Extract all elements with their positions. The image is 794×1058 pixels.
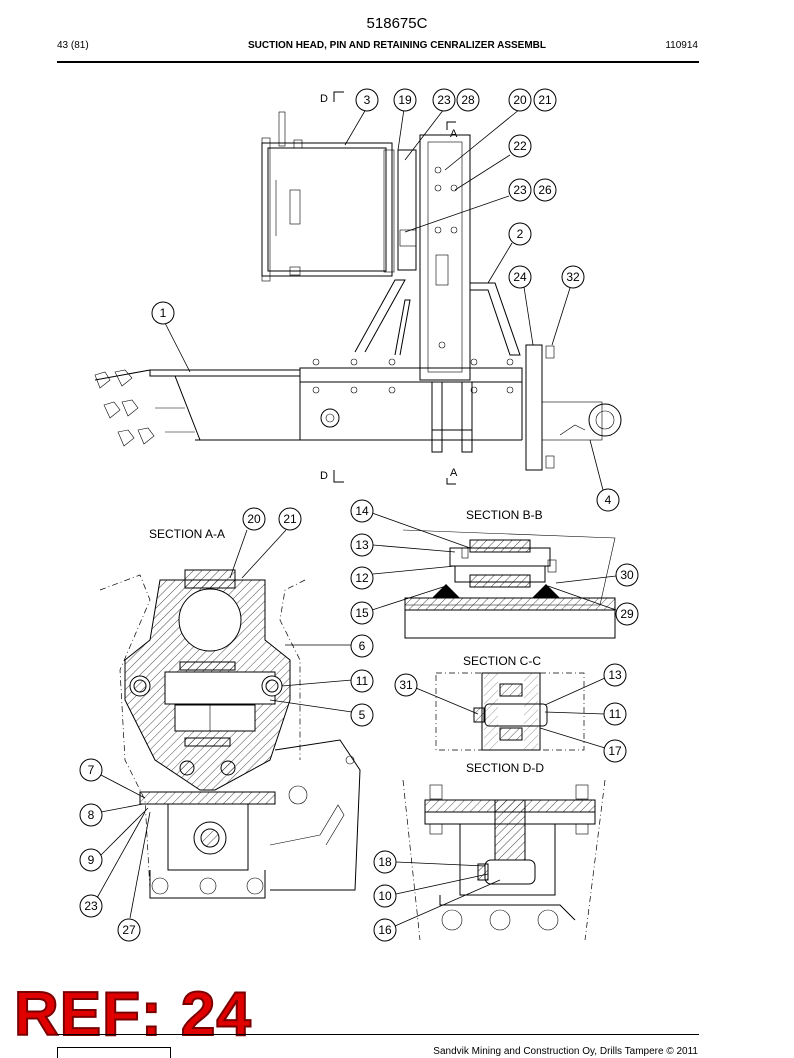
svg-text:5: 5 [359, 708, 366, 722]
svg-text:16: 16 [378, 923, 392, 937]
svg-text:23: 23 [513, 183, 527, 197]
header-rule [57, 61, 699, 63]
svg-text:12: 12 [355, 571, 369, 585]
view-markers: D A D A [320, 91, 458, 485]
svg-text:2: 2 [517, 227, 524, 241]
svg-text:23: 23 [84, 899, 98, 913]
callout-18: 18 [373, 850, 397, 874]
leader-lines [96, 108, 617, 927]
callout-27: 27 [117, 918, 141, 942]
callout-17: 17 [603, 739, 627, 763]
section-a-a-label: SECTION A-A [149, 527, 225, 541]
view-letter-a-bottom: A [450, 467, 458, 479]
callout-26: 26 [533, 178, 557, 202]
svg-text:10: 10 [378, 889, 392, 903]
svg-text:13: 13 [355, 538, 369, 552]
document-number: 518675C [366, 15, 428, 32]
date-code: 110914 [665, 40, 698, 51]
callout-21a: 21 [533, 88, 557, 112]
view-letter-d-top: D [320, 93, 328, 105]
callout-28: 28 [456, 88, 480, 112]
callout-23c: 23 [79, 894, 103, 918]
callout-13a: 13 [350, 533, 374, 557]
callout-5: 5 [350, 703, 374, 727]
svg-text:21: 21 [538, 93, 552, 107]
svg-text:11: 11 [609, 707, 622, 721]
section-c-c-view [435, 672, 585, 751]
svg-text:18: 18 [378, 855, 392, 869]
svg-text:13: 13 [608, 668, 622, 682]
svg-text:27: 27 [122, 923, 136, 937]
callout-13b: 13 [603, 663, 627, 687]
svg-text:3: 3 [364, 93, 371, 107]
svg-text:6: 6 [359, 639, 366, 653]
page-title: SUCTION HEAD, PIN AND RETAINING CENRALIZ… [248, 40, 546, 51]
callout-7: 7 [79, 758, 103, 782]
callout-16: 16 [373, 918, 397, 942]
callout-21b: 21 [278, 507, 302, 531]
callout-22: 22 [508, 134, 532, 158]
callout-12: 12 [350, 566, 374, 590]
svg-text:24: 24 [513, 270, 527, 284]
svg-text:17: 17 [608, 744, 622, 758]
main-side-view [94, 111, 622, 471]
callout-23b: 23 [508, 178, 532, 202]
svg-text:31: 31 [399, 678, 413, 692]
view-letter-d-bottom: D [320, 470, 328, 482]
callout-29: 29 [615, 602, 639, 626]
section-b-b-view [402, 529, 616, 639]
svg-text:11: 11 [356, 674, 369, 688]
section-c-c-label: SECTION C-C [463, 654, 541, 668]
svg-text:26: 26 [538, 183, 552, 197]
callout-19: 19 [393, 88, 417, 112]
svg-text:29: 29 [620, 607, 634, 621]
svg-text:14: 14 [355, 504, 369, 518]
svg-text:20: 20 [247, 512, 261, 526]
callout-9: 9 [79, 848, 103, 872]
callout-1: 1 [151, 301, 175, 325]
page-number: 43 (81) [57, 40, 89, 51]
svg-text:23: 23 [437, 93, 451, 107]
callout-15: 15 [350, 601, 374, 625]
svg-text:21: 21 [283, 512, 297, 526]
callout-3: 3 [355, 88, 379, 112]
callout-10: 10 [373, 884, 397, 908]
section-d-d-label: SECTION D-D [466, 761, 544, 775]
callout-23a: 23 [432, 88, 456, 112]
svg-text:30: 30 [620, 568, 634, 582]
svg-text:7: 7 [88, 763, 95, 777]
callout-6: 6 [350, 634, 374, 658]
section-d-d-view [402, 779, 606, 941]
svg-text:20: 20 [513, 93, 527, 107]
view-letter-a-top: A [450, 128, 458, 140]
section-a-a-view [99, 569, 361, 899]
callout-20a: 20 [508, 88, 532, 112]
svg-text:22: 22 [513, 139, 527, 153]
footer-rule [57, 1034, 699, 1035]
svg-text:9: 9 [88, 853, 95, 867]
svg-text:15: 15 [355, 606, 369, 620]
svg-text:8: 8 [88, 808, 95, 822]
callout-11a: 11 [350, 669, 374, 693]
svg-text:1: 1 [160, 306, 167, 320]
callout-8: 8 [79, 803, 103, 827]
svg-text:28: 28 [461, 93, 475, 107]
callout-11b: 11 [603, 702, 627, 726]
svg-text:32: 32 [566, 270, 580, 284]
callout-32: 32 [561, 265, 585, 289]
reference-stamp: REF: 24 [13, 980, 252, 1049]
copyright-text: Sandvik Mining and Construction Oy, Dril… [433, 1046, 698, 1057]
svg-text:19: 19 [398, 93, 412, 107]
section-b-b-label: SECTION B-B [466, 508, 543, 522]
callout-2: 2 [508, 222, 532, 246]
callout-20b: 20 [242, 507, 266, 531]
callout-14: 14 [350, 499, 374, 523]
callout-31: 31 [394, 673, 418, 697]
callout-4: 4 [596, 488, 620, 512]
callout-24: 24 [508, 265, 532, 289]
callout-30: 30 [615, 563, 639, 587]
svg-text:4: 4 [605, 493, 612, 507]
